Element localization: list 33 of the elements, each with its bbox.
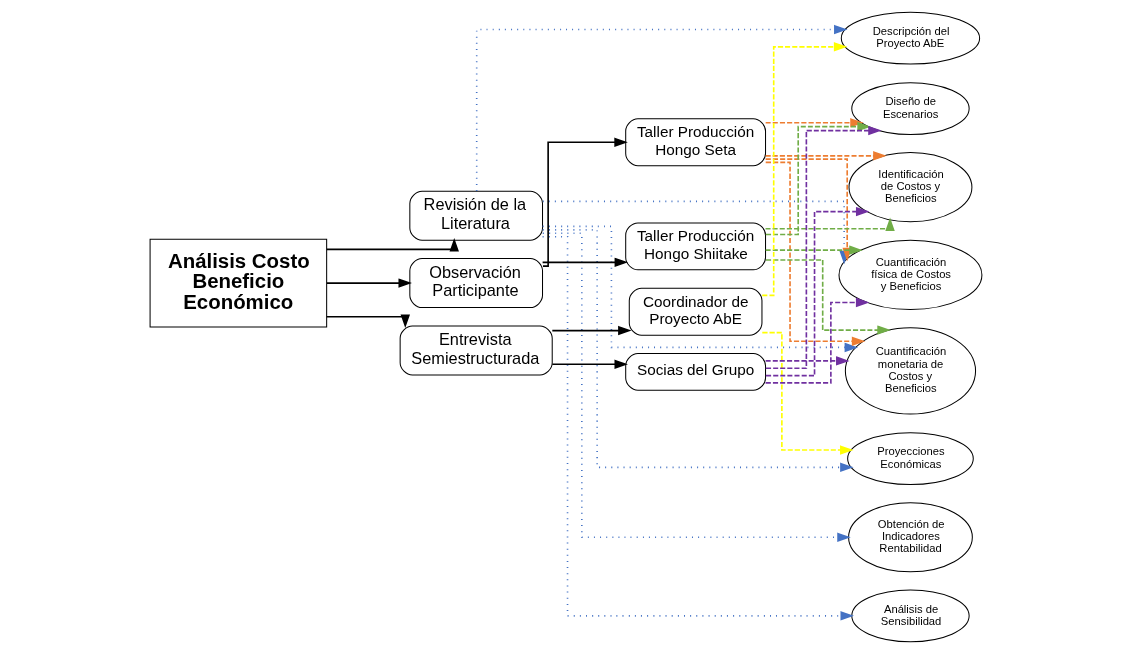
arrow — [764, 356, 850, 366]
arrow — [551, 325, 632, 336]
node-ellipse: Análisis de Sensibilidad — [851, 589, 970, 643]
arrow — [764, 297, 870, 384]
arrow — [764, 151, 887, 161]
node-ellipse: Obtención de Indicadores Rentabilidad — [848, 502, 973, 573]
arrow — [764, 217, 895, 231]
arrow — [765, 259, 891, 335]
arrow — [475, 24, 848, 192]
node-box: Observación Participante — [409, 258, 544, 309]
arrow — [542, 137, 628, 267]
arrow — [326, 238, 459, 252]
arrow — [764, 161, 866, 346]
arrow — [764, 118, 864, 128]
arrow — [764, 125, 882, 370]
arrow — [541, 225, 859, 353]
arrow — [541, 257, 629, 268]
node-box: Entrevista Semiestructurada — [399, 325, 553, 376]
node-box: Análisis Costo Beneficio Económico — [149, 238, 328, 328]
node-ellipse: Descripción del Proyecto AbE — [840, 11, 981, 65]
arrow — [765, 206, 870, 377]
arrow — [325, 314, 410, 329]
arrow — [764, 245, 863, 255]
arrow — [326, 278, 412, 288]
node-box: Coordinador de Proyecto AbE — [628, 287, 763, 336]
node-box: Taller Producción Hongo Shiitake — [625, 222, 767, 271]
node-box: Revisión de la Literatura — [409, 190, 544, 241]
arrow — [764, 121, 871, 236]
node-box: Socias del Grupo — [625, 353, 767, 391]
node-box: Taller Producción Hongo Seta — [625, 118, 767, 167]
arrow — [761, 331, 854, 455]
node-ellipse: Proyecciones Económicas — [847, 432, 974, 486]
arrow — [551, 359, 628, 369]
